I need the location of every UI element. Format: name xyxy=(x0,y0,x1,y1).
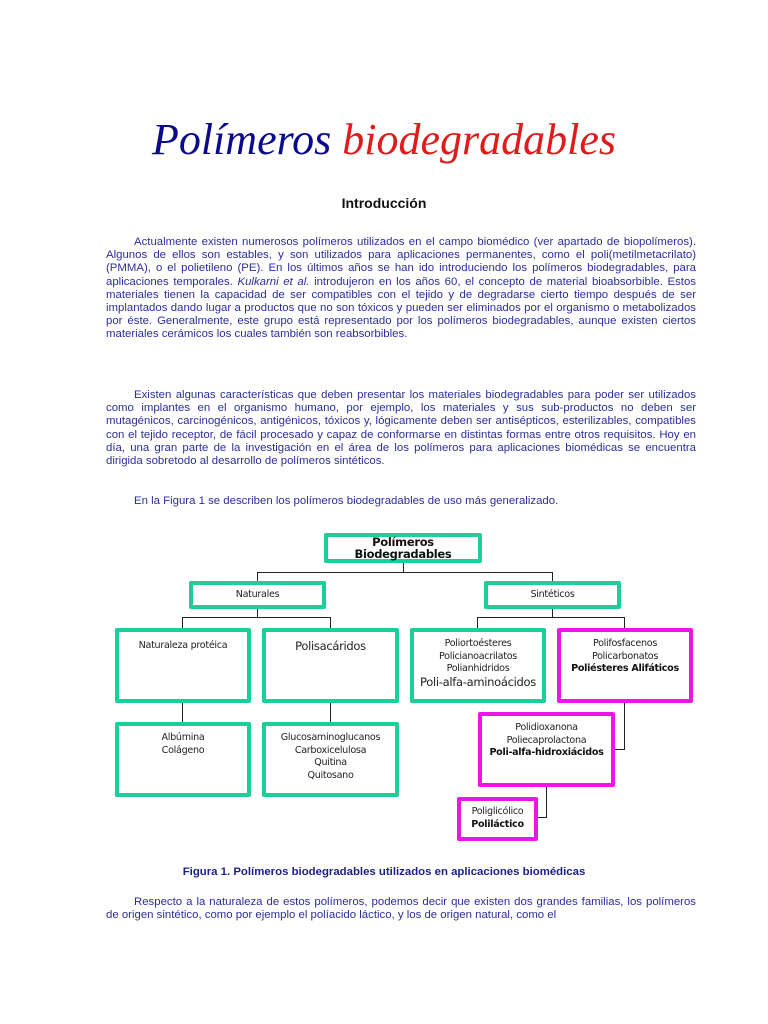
connector xyxy=(182,617,331,618)
node-poliesteres-group: Polifosfacenos Policarbonatos Poliéstere… xyxy=(557,628,693,703)
node-naturales: Naturales xyxy=(189,581,326,609)
connector xyxy=(182,702,183,723)
node-sinteticos-label: Sintéticos xyxy=(530,588,575,600)
list-item: Poliglicólico xyxy=(471,806,524,817)
list-item: Poli-alfa-hidroxiácidos xyxy=(489,747,604,758)
list-item: Poli-alfa-aminoácidos xyxy=(420,674,536,689)
list-item: Polidioxanona xyxy=(515,722,578,733)
node-naturaleza-proteica: Naturaleza protéica xyxy=(115,628,251,703)
list-item: Colágeno xyxy=(161,744,205,756)
connector xyxy=(546,786,547,818)
paragraph-1-text: Actualmente existen numerosos polímeros … xyxy=(106,236,696,288)
node-alifaticos-list: Polidioxanona Poliecaprolactona Poli-alf… xyxy=(478,712,615,787)
node-naturaleza-proteica-label: Naturaleza protéica xyxy=(138,640,228,651)
node-root-label: Polímeros Biodegradables xyxy=(354,534,452,561)
node-naturales-label: Naturales xyxy=(235,588,280,600)
connector xyxy=(552,608,553,618)
node-polisacaridos-label: Polisacáridos xyxy=(295,639,366,653)
list-item: Policarbonatos xyxy=(591,650,659,662)
section-heading: Introducción xyxy=(341,195,427,211)
connector xyxy=(330,702,331,723)
list-item: Polifosfacenos xyxy=(592,638,658,649)
node-proteica-list: Albúmina Colágeno xyxy=(115,722,251,797)
node-hidroxiacidos-list: Poliglicólico Poliláctico xyxy=(457,797,538,841)
paragraph-4: Respecto a la naturaleza de estos políme… xyxy=(106,896,696,922)
list-item: Quitosano xyxy=(307,769,354,781)
connector xyxy=(182,617,183,629)
node-sinteticos-list: Poliortoésteres Policianoacrilatos Polia… xyxy=(410,628,546,703)
list-item: Glucosaminoglucanos xyxy=(280,732,381,743)
node-root: Polímeros Biodegradables xyxy=(324,533,482,563)
connector xyxy=(477,617,625,618)
paragraph-1: Actualmente existen numerosos polímeros … xyxy=(106,236,696,342)
figure-caption: Figura 1. Polímeros biodegradables utili… xyxy=(182,866,586,878)
node-polisacaridos: Polisacáridos xyxy=(262,628,399,703)
node-sinteticos: Sintéticos xyxy=(484,581,621,609)
connector xyxy=(614,749,625,750)
connector xyxy=(403,563,404,573)
list-item: Carboxicelulosa xyxy=(294,744,367,756)
citation-italic: Kulkarni et al. xyxy=(237,275,310,288)
connector xyxy=(477,617,478,629)
connector xyxy=(257,608,258,618)
title-part-1: Polímeros xyxy=(151,115,332,164)
connector xyxy=(552,572,553,582)
list-item: Poliecaprolactona xyxy=(506,734,587,746)
connector xyxy=(257,572,258,582)
title-part-2: biodegradables xyxy=(342,115,616,164)
connector xyxy=(536,817,547,818)
connector xyxy=(624,702,625,750)
list-item: Poliláctico xyxy=(471,818,524,830)
connector xyxy=(624,617,625,629)
list-item: Albúmina xyxy=(161,732,205,743)
paragraph-3: En la Figura 1 se describen los polímero… xyxy=(134,495,559,507)
node-polisacaridos-list: Glucosaminoglucanos Carboxicelulosa Quit… xyxy=(262,722,399,797)
document-title: Polímeros biodegradables xyxy=(0,112,768,168)
list-item: Policianoacrilatos xyxy=(439,650,517,662)
paragraph-1-tail: introdujeron en los años 60, el concepto… xyxy=(106,275,696,341)
list-item: Quitina xyxy=(314,757,347,768)
list-item: Poliésteres Alifáticos xyxy=(571,663,679,674)
list-item: Polianhidridos xyxy=(446,663,510,674)
paragraph-2: Existen algunas características que debe… xyxy=(106,389,696,468)
connector xyxy=(330,617,331,629)
connector xyxy=(257,572,553,573)
list-item: Poliortoésteres xyxy=(444,638,512,649)
